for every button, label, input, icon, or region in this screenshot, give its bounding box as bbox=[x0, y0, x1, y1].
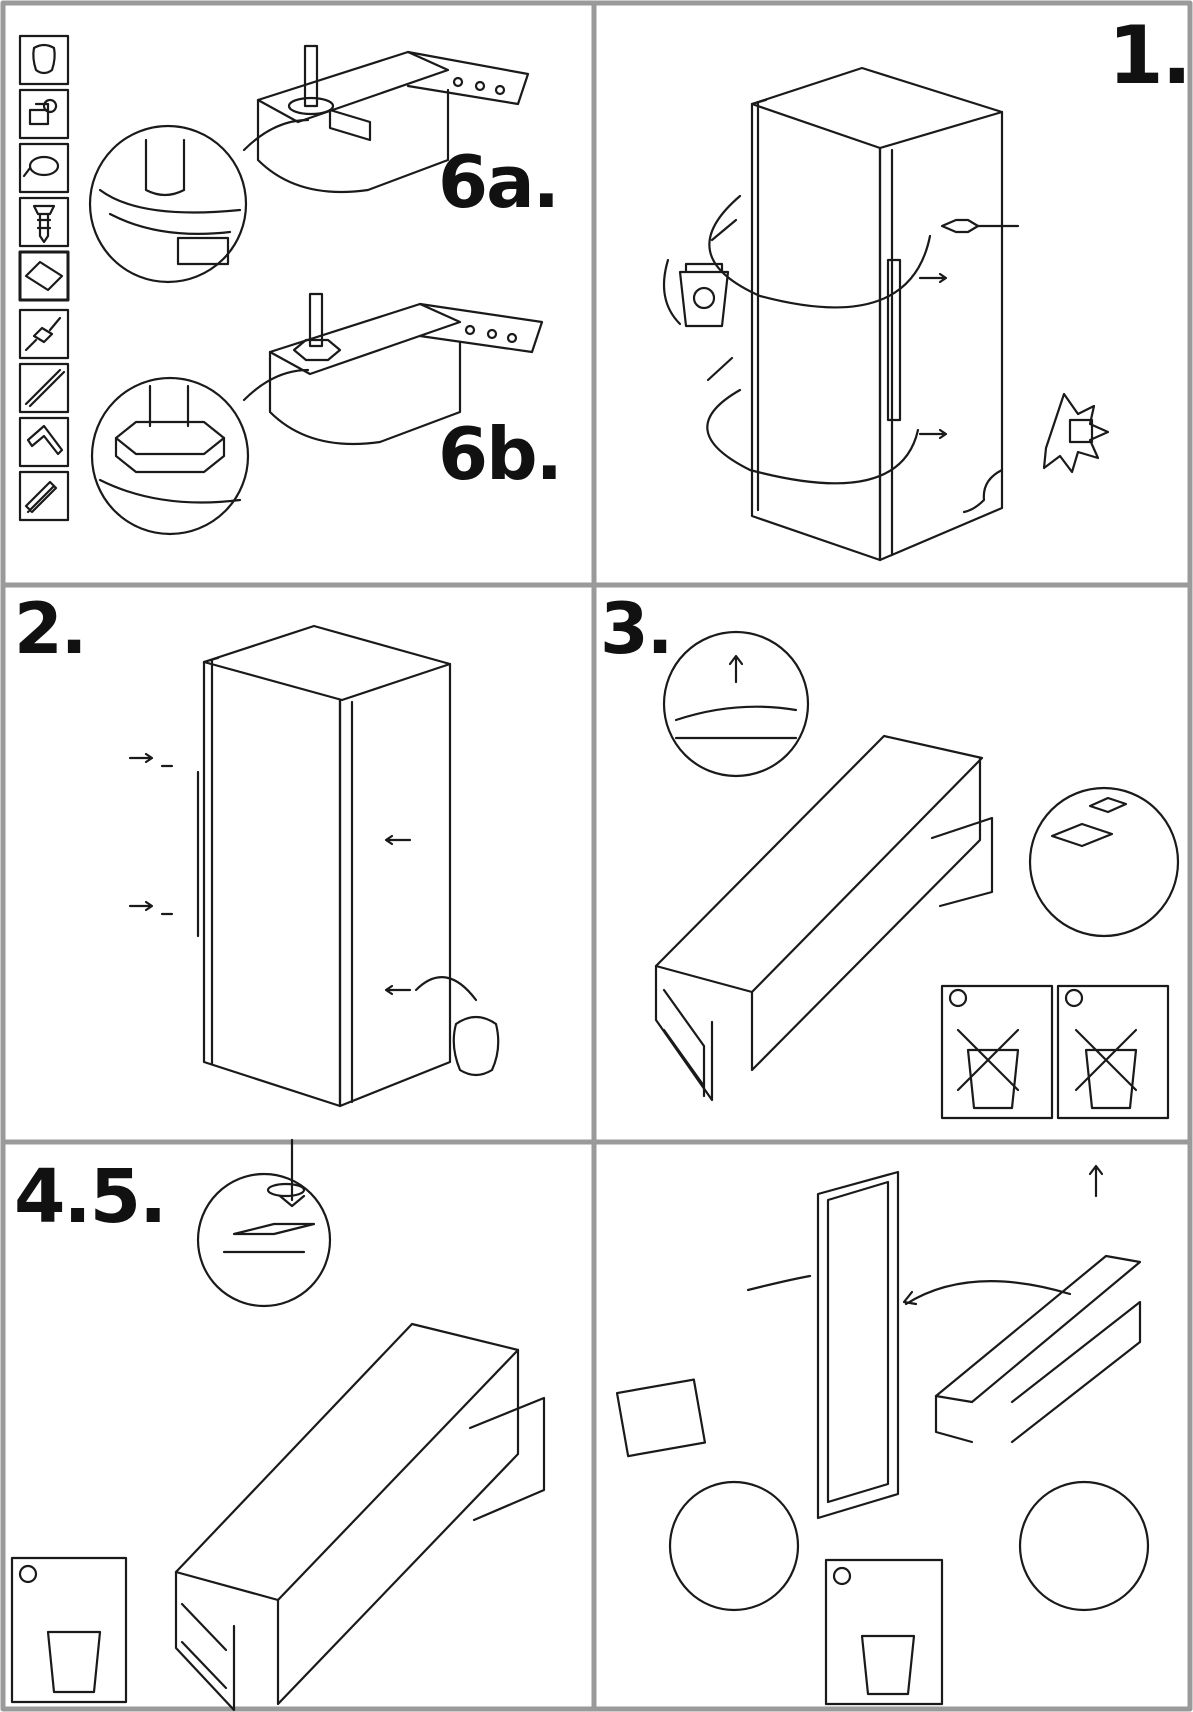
info-panel-left bbox=[940, 984, 1054, 1120]
screw-icon bbox=[32, 204, 56, 244]
hex-key-icon bbox=[26, 424, 64, 456]
info-panel bbox=[10, 1556, 128, 1704]
fridge-step-2-drawing bbox=[128, 624, 500, 1108]
hinge-6b-drawing bbox=[90, 292, 544, 536]
info-panel bbox=[824, 1558, 944, 1706]
info-panel-right bbox=[1056, 984, 1170, 1120]
step-6a-label: 6a. bbox=[438, 140, 560, 224]
bag-icon bbox=[32, 43, 56, 75]
torx-bit-icon bbox=[24, 368, 66, 408]
recycle-bin-icon bbox=[678, 262, 730, 328]
bag-icon bbox=[452, 1015, 500, 1077]
step-1-label: 1. bbox=[1108, 9, 1192, 102]
wrench-icon bbox=[24, 480, 58, 514]
step-6b-label: 6b. bbox=[438, 412, 563, 496]
hinge-6a-drawing bbox=[88, 44, 530, 284]
step-4-5-label: 4.5. bbox=[14, 1154, 167, 1240]
fridge-step-1-drawing bbox=[662, 66, 1110, 562]
fridge-step-4-5-drawing bbox=[10, 1138, 546, 1712]
step-2-label: 2. bbox=[14, 588, 87, 670]
screwdriver-icon bbox=[24, 316, 62, 352]
fridge-step-3-drawing bbox=[654, 630, 1180, 1120]
cap-icon bbox=[22, 155, 60, 178]
step-3-label: 3. bbox=[600, 588, 673, 670]
tools-column bbox=[18, 34, 70, 522]
bracket-icon bbox=[28, 98, 58, 126]
plate-icon bbox=[24, 260, 64, 292]
door-removal-drawing bbox=[615, 1164, 1150, 1706]
